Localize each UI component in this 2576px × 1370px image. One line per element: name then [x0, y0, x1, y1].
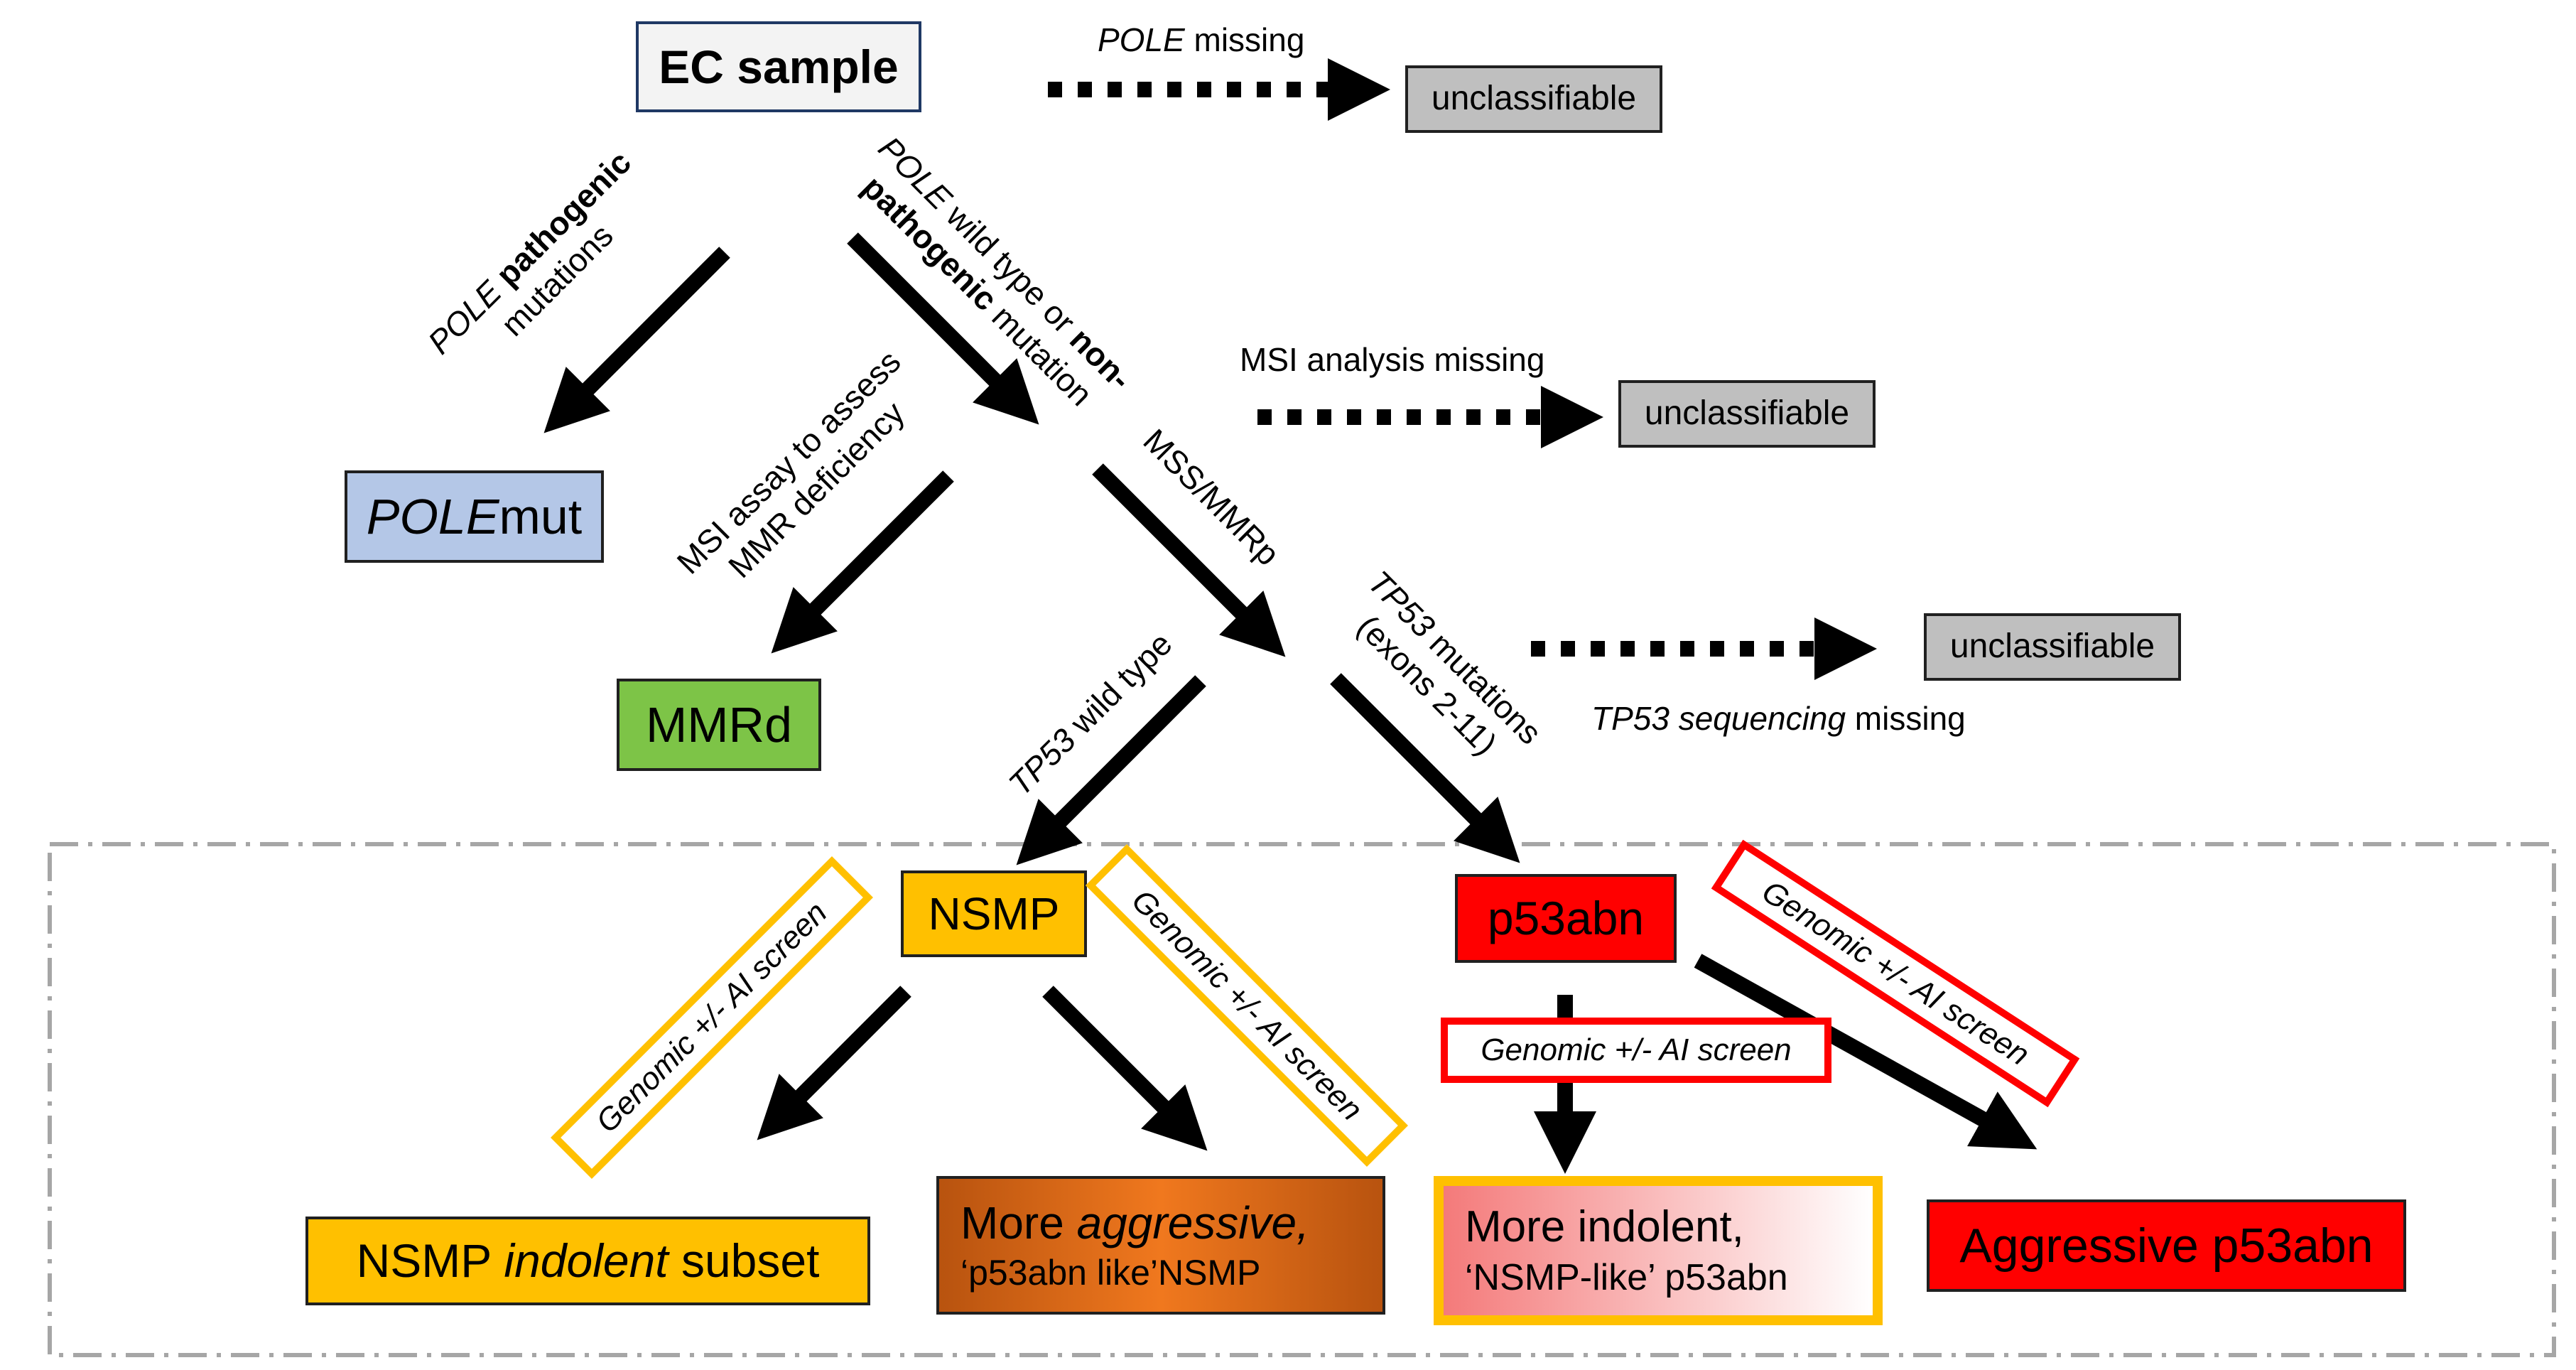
arrow-to-mmrd: [771, 470, 954, 654]
nsmp-p53abn-dashed-frame: [48, 842, 2556, 1357]
nsmp-label: NSMP: [928, 888, 1060, 939]
p53-indolent-line1: More indolent,: [1465, 1202, 1744, 1252]
arrow-to-nsmp-indolent: [757, 986, 911, 1140]
screen-p53-middle: Genomic +/- AI screen: [1441, 1018, 1831, 1083]
arrow-to-p53-aggressive: [1694, 954, 2037, 1150]
unclassifiable-msi-node: unclassifiable: [1618, 380, 1876, 448]
arrow-to-nsmp-aggressive: [1042, 986, 1208, 1151]
arrow-to-nsmp: [1016, 675, 1206, 865]
p53-indolent-line2: ‘NSMP-like’ p53abn: [1465, 1256, 1788, 1298]
mmrd-node: MMRd: [617, 679, 821, 771]
p53-aggressive-label: Aggressive p53abn: [1959, 1218, 2374, 1273]
ec-sample-label: EC sample: [659, 40, 899, 93]
msi-missing-label: MSI analysis missing: [1240, 341, 1545, 378]
nsmp-indolent-subset-label: NSMP indolent subset: [356, 1234, 820, 1288]
polemut-node: POLEmut: [345, 470, 604, 563]
unclassifiable-label: unclassifiable: [1644, 394, 1850, 433]
arrow-to-polemut: [543, 247, 730, 433]
nsmp-aggressive-node: More aggressive, ‘p53abn like’NSMP: [936, 1176, 1385, 1315]
nsmp-aggressive-line2: ‘p53abn like’NSMP: [960, 1253, 1261, 1293]
unclassifiable-tp53-node: unclassifiable: [1924, 613, 2181, 681]
unclassifiable-label: unclassifiable: [1949, 627, 2155, 666]
p53-aggressive-node: Aggressive p53abn: [1927, 1199, 2406, 1292]
arrow-to-p53abn: [1330, 673, 1520, 863]
ec-sample-node: EC sample: [636, 21, 921, 112]
arrow-mss-mmrp: [1092, 463, 1286, 657]
nsmp-node: NSMP: [901, 870, 1087, 957]
nsmp-aggressive-line1: More aggressive,: [960, 1197, 1309, 1248]
arrow-pole-wild-type: [847, 232, 1039, 425]
p53abn-node: p53abn: [1455, 874, 1677, 963]
p53-indolent-node: More indolent, ‘NSMP-like’ p53abn: [1434, 1176, 1883, 1325]
tp53-missing-label: TP53 sequencing missing: [1591, 700, 1966, 737]
unclassifiable-pole-node: unclassifiable: [1405, 65, 1662, 133]
unclassifiable-label: unclassifiable: [1431, 80, 1637, 118]
polemut-label: POLEmut: [366, 488, 583, 544]
p53abn-label: p53abn: [1487, 892, 1645, 945]
nsmp-indolent-subset-node: NSMP indolent subset: [305, 1217, 870, 1305]
mmrd-label: MMRd: [645, 696, 793, 753]
pole-missing-label: POLE missing: [1098, 21, 1305, 58]
